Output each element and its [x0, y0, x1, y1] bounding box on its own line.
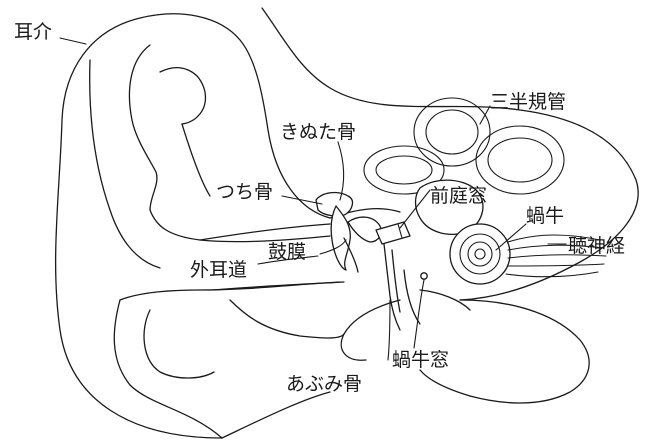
label-incus: きぬた骨	[280, 121, 356, 143]
label-semicircular-canals: 三半規管	[490, 91, 566, 113]
label-cochlea: 蝸牛	[526, 205, 564, 227]
auditory-nerve	[505, 234, 607, 278]
label-round-window: 蝸牛窓	[392, 349, 449, 371]
pinna-outline	[54, 13, 341, 439]
label-oval-window: 前庭窓	[430, 185, 487, 207]
leader-lines	[59, 37, 567, 361]
label-ear-canal: 外耳道	[190, 259, 247, 281]
ear-canal-shape	[199, 223, 345, 291]
label-stapes: あぶみ骨	[286, 373, 362, 395]
semicircular-canals	[363, 97, 565, 235]
label-pinna: 耳介	[14, 21, 52, 43]
label-eardrum: 鼓膜	[268, 241, 306, 263]
label-malleus: つち骨	[216, 181, 273, 203]
cochlea-spiral	[449, 223, 511, 285]
labels: 耳介 きぬた骨 三半規管 つち骨 前庭窓 蝸牛 鼓膜 聴神経 外耳道 蝸牛窓 あ…	[14, 21, 625, 395]
label-auditory-nerve: 聴神経	[568, 235, 625, 257]
middle-ear	[315, 191, 428, 331]
